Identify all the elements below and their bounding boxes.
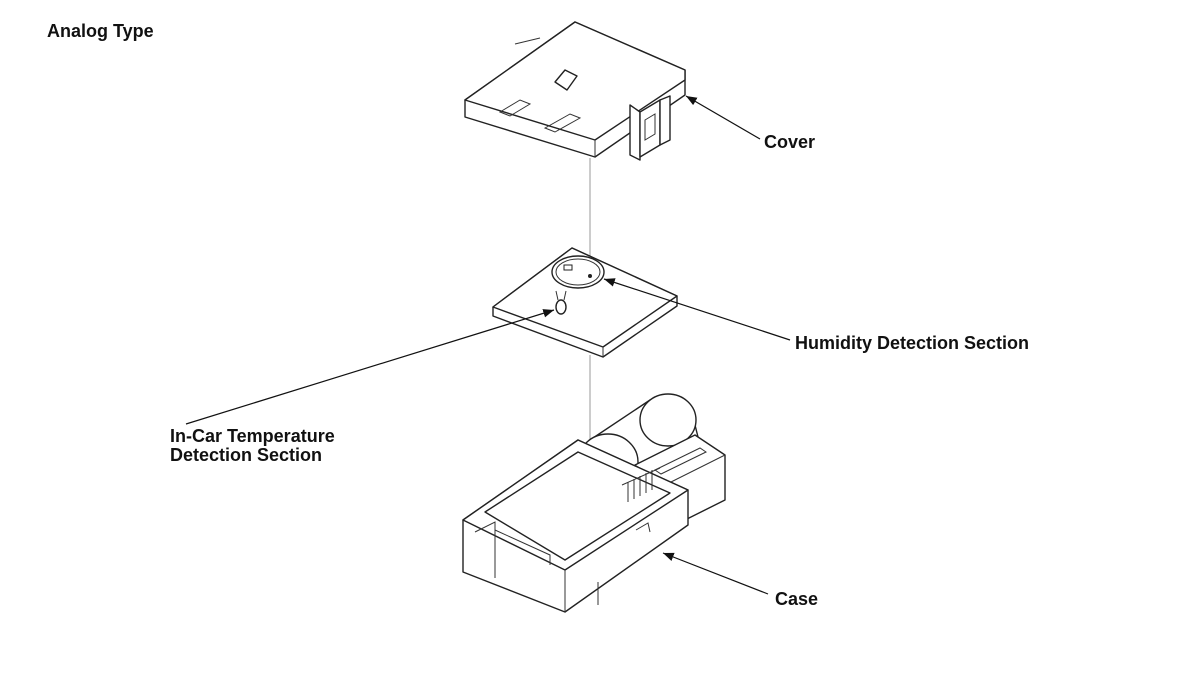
temperature-label-line1: In-Car Temperature <box>170 426 335 446</box>
case-leader <box>662 552 769 595</box>
case-part <box>462 393 726 613</box>
temperature-leader <box>185 309 555 425</box>
circuit-board-part <box>492 247 678 358</box>
leader-lines <box>185 95 791 595</box>
cover-leader <box>685 95 761 140</box>
temperature-detection-label: In-Car Temperature Detection Section <box>170 427 335 465</box>
temperature-label-line2: Detection Section <box>170 445 323 465</box>
humidity-leader <box>603 278 791 341</box>
diagram-title: Analog Type <box>47 21 154 41</box>
cover-part <box>464 21 686 161</box>
case-label: Case <box>775 589 819 609</box>
cover-label: Cover <box>764 132 816 152</box>
humidity-detection-label: Humidity Detection Section <box>795 333 1030 353</box>
